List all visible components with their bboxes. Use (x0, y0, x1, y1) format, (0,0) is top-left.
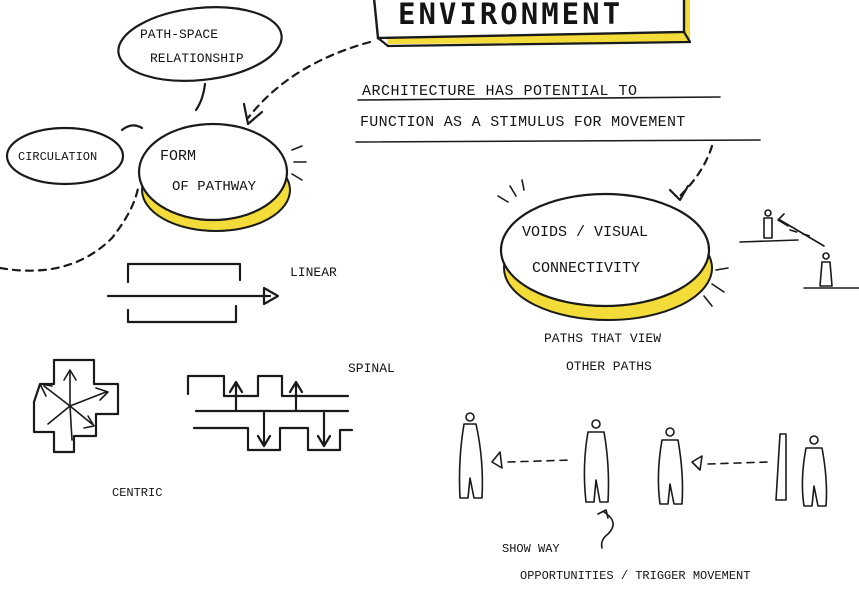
statement: ARCHITECTURE HAS POTENTIAL TO FUNCTION A… (355, 83, 761, 143)
form-of-pathway-bubble: FORM OF PATHWAY (137, 122, 307, 232)
viewing-people-sketch (739, 209, 859, 289)
form-line-2: OF PATHWAY (172, 179, 257, 195)
linear-label: LINEAR (290, 265, 337, 280)
voids-line-2: CONNECTIVITY (532, 260, 640, 277)
circulation-label: CIRCULATION (18, 150, 97, 164)
path-space-line-2: RELATIONSHIP (150, 51, 244, 66)
paths-view-line-2: OTHER PATHS (566, 359, 652, 374)
paths-view-line-1: PATHS THAT VIEW (544, 331, 661, 346)
voids-bubble: VOIDS / VISUAL CONNECTIVITY (497, 179, 729, 321)
statement-line-1: ARCHITECTURE HAS POTENTIAL TO (362, 83, 638, 100)
voids-line-1: VOIDS / VISUAL (522, 224, 648, 241)
dashed-arrow-to-voids (668, 144, 714, 202)
dashed-circulation-curve (0, 186, 140, 272)
linear-diagram: LINEAR (106, 262, 337, 324)
title-box: ENVIRONMENT (372, 0, 692, 48)
show-way-label: SHOW WAY (502, 542, 560, 556)
centric-label: CENTRIC (112, 486, 162, 500)
spinal-label: SPINAL (348, 361, 395, 376)
opportunities-label: OPPORTUNITIES / TRIGGER MOVEMENT (520, 569, 750, 583)
form-line-1: FORM (160, 148, 196, 165)
spinal-diagram: SPINAL (186, 361, 395, 452)
centric-diagram: CENTRIC (32, 358, 162, 500)
path-space-bubble: PATH-SPACE RELATIONSHIP (117, 6, 283, 112)
path-space-line-1: PATH-SPACE (140, 27, 218, 42)
figures-row (458, 412, 828, 549)
statement-line-2: FUNCTION AS A STIMULUS FOR MOVEMENT (360, 114, 686, 131)
dashed-arrow-to-form (242, 40, 372, 126)
circulation-bubble: CIRCULATION (5, 124, 144, 186)
title: ENVIRONMENT (398, 0, 623, 31)
